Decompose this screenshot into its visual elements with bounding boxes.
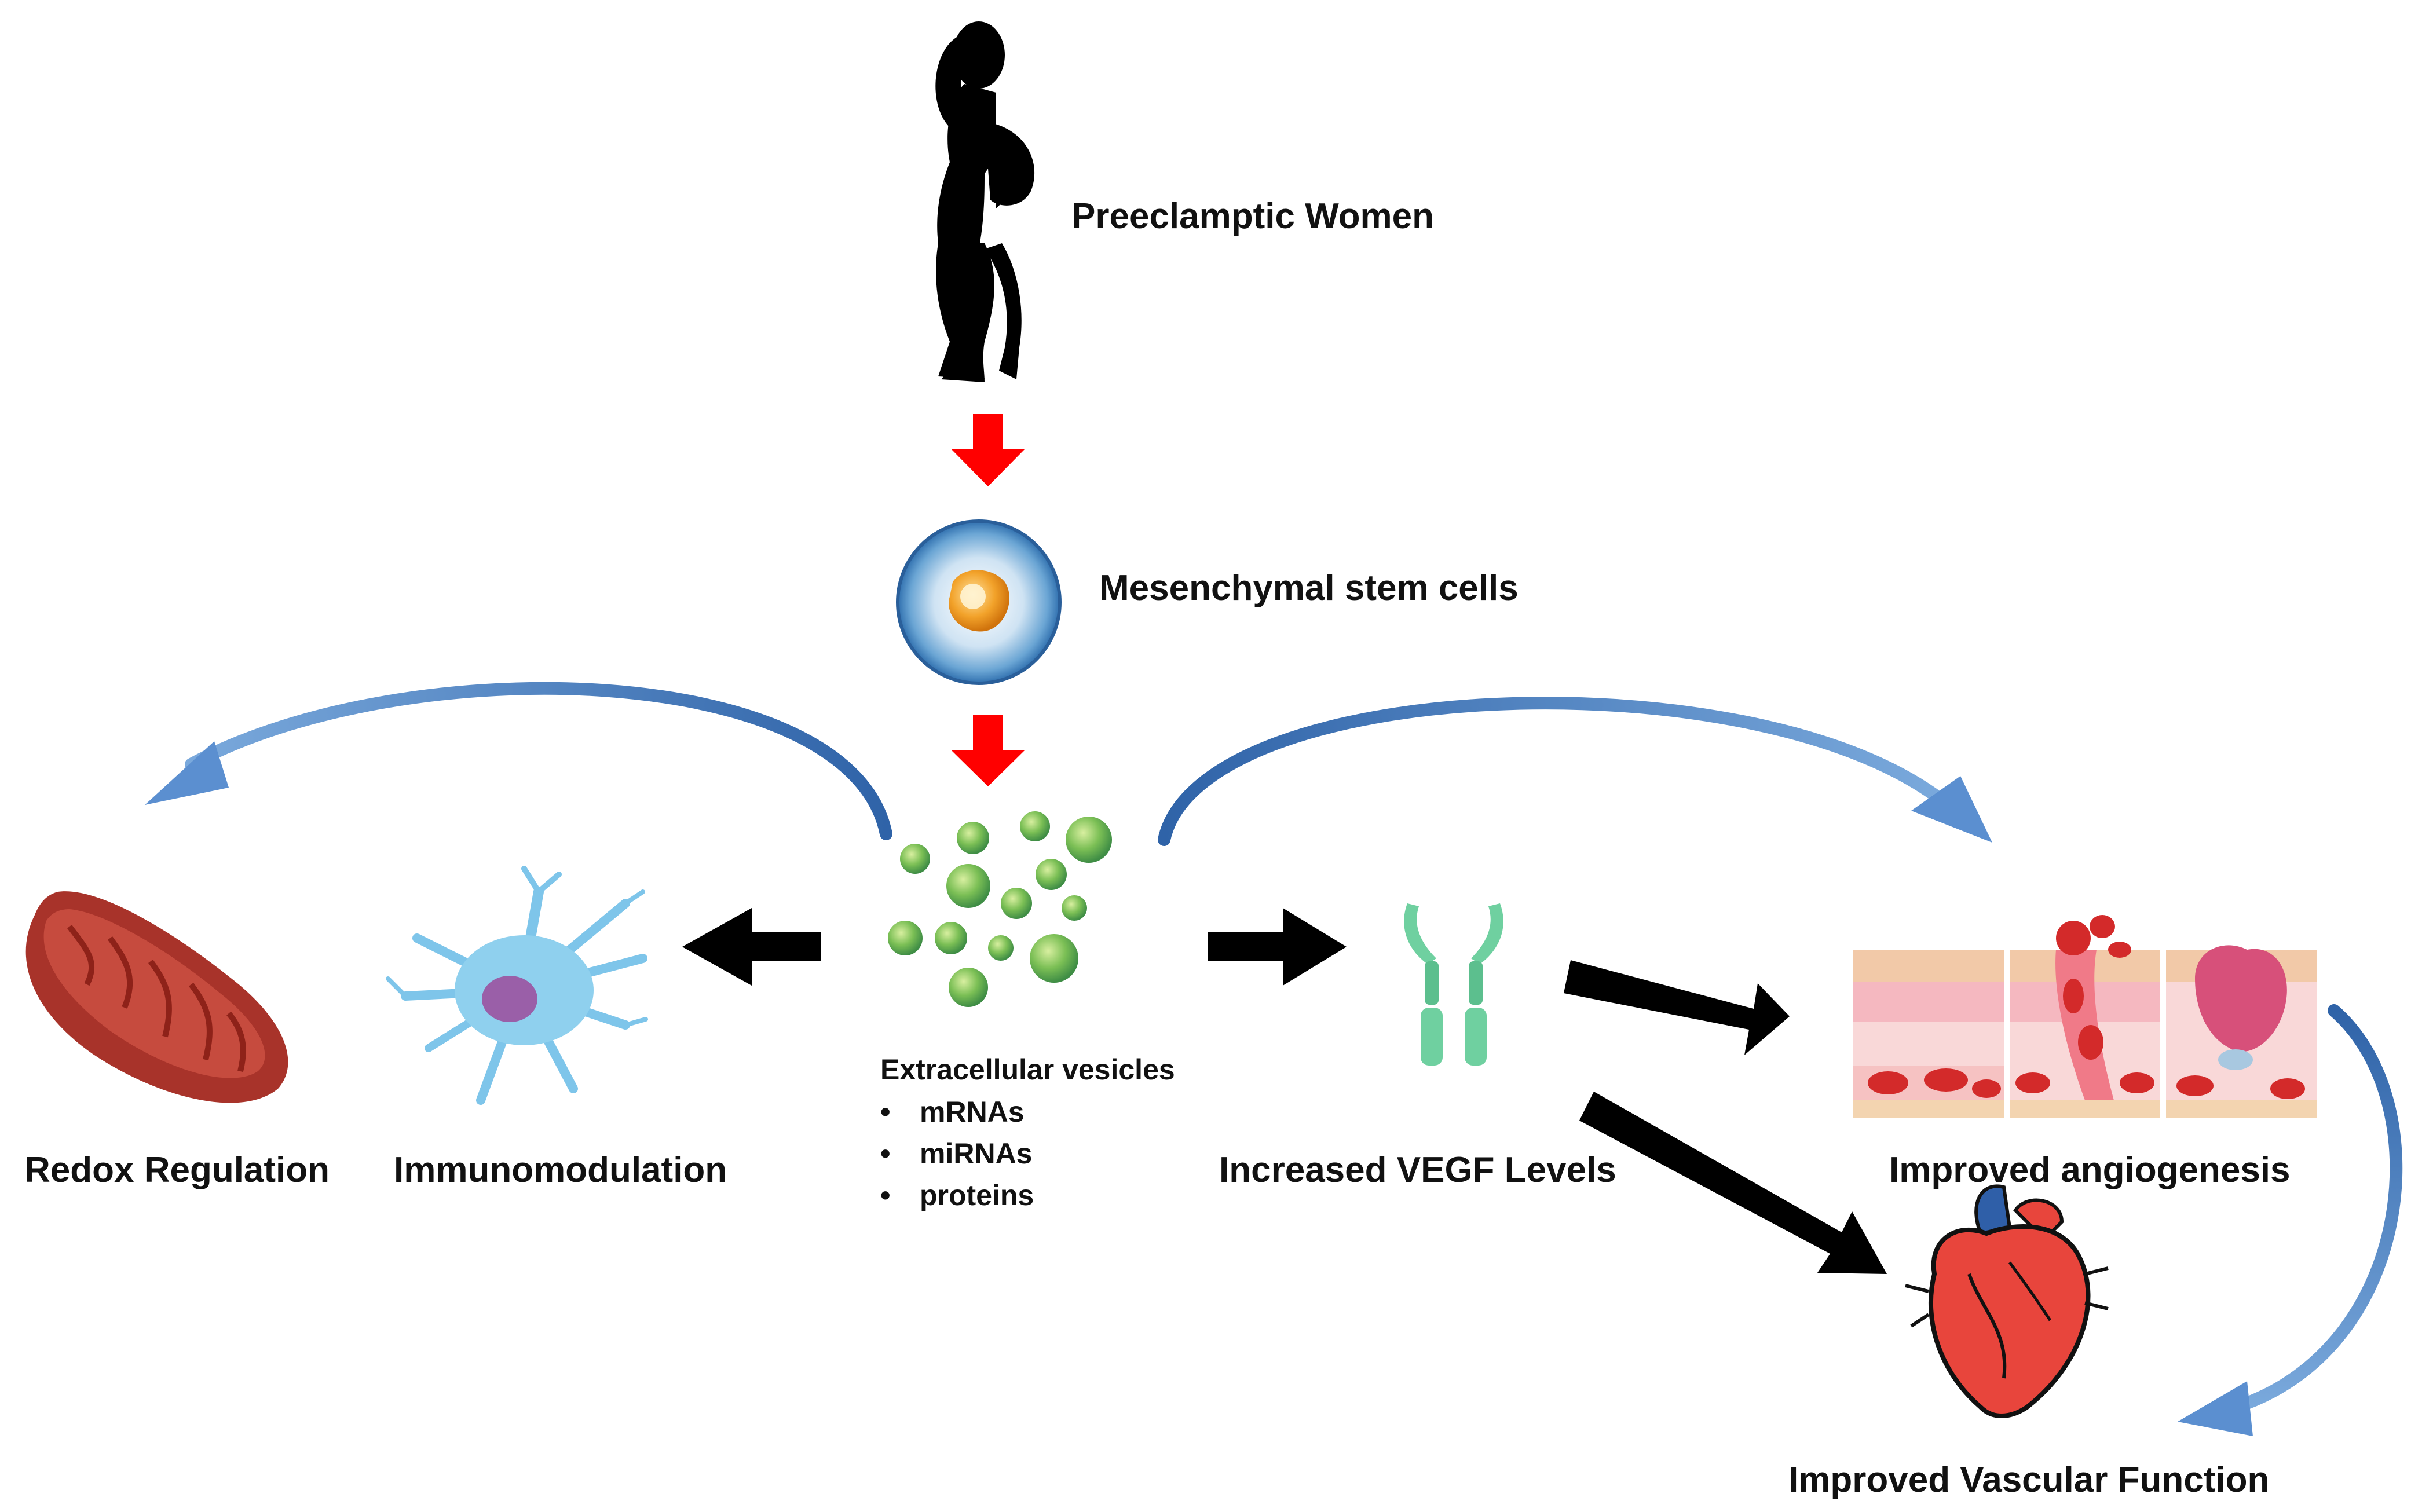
- dendritic-cell-body: [455, 935, 594, 1045]
- label-immunomodulation: Immunomodulation: [394, 1150, 727, 1190]
- ev-item-mrnas: mRNAs: [880, 1091, 1175, 1133]
- label-improved-vascular-function: Improved Vascular Function: [1788, 1460, 2270, 1500]
- label-preeclamptic-women: Preeclamptic Women: [1071, 196, 1434, 236]
- vesicles-icon: [888, 811, 1112, 1007]
- blue-arrow-right-curve: [1158, 697, 1992, 846]
- red-arrow-2: [951, 715, 1025, 786]
- black-arrow-to-angio: [1564, 960, 1790, 1055]
- black-arrow-to-heart: [1579, 1092, 1887, 1274]
- extracellular-vesicles-block: Extracellular vesicles mRNAs miRNAs prot…: [880, 1053, 1175, 1216]
- antibody-receptor-icon: [1404, 903, 1503, 1066]
- blue-arrow-left-curve: [145, 682, 892, 840]
- blue-arrow-down-curve: [2178, 1004, 2403, 1436]
- heart-icon: [1905, 1184, 2109, 1418]
- ev-item-proteins: proteins: [880, 1174, 1175, 1216]
- pregnant-woman-silhouette-icon: [935, 21, 1035, 382]
- red-arrow-1: [951, 414, 1025, 486]
- mitochondrion-icon: [25, 891, 288, 1103]
- label-extracellular-vesicles: Extracellular vesicles: [880, 1053, 1175, 1086]
- skin-vessel-cross-section-icon: [1853, 915, 2317, 1118]
- ev-item-mirnas: miRNAs: [880, 1133, 1175, 1174]
- stem-cell-icon: [896, 519, 1062, 685]
- label-improved-angiogenesis: Improved angiogenesis: [1889, 1150, 2291, 1190]
- label-redox-regulation: Redox Regulation: [24, 1150, 330, 1190]
- ev-contents-list: mRNAs miRNAs proteins: [880, 1091, 1175, 1216]
- black-arrow-right: [1208, 908, 1347, 986]
- label-increased-vegf-levels: Increased VEGF Levels: [1219, 1150, 1616, 1190]
- black-arrow-left: [682, 908, 821, 986]
- label-mesenchymal-stem-cells: Mesenchymal stem cells: [1099, 568, 1519, 608]
